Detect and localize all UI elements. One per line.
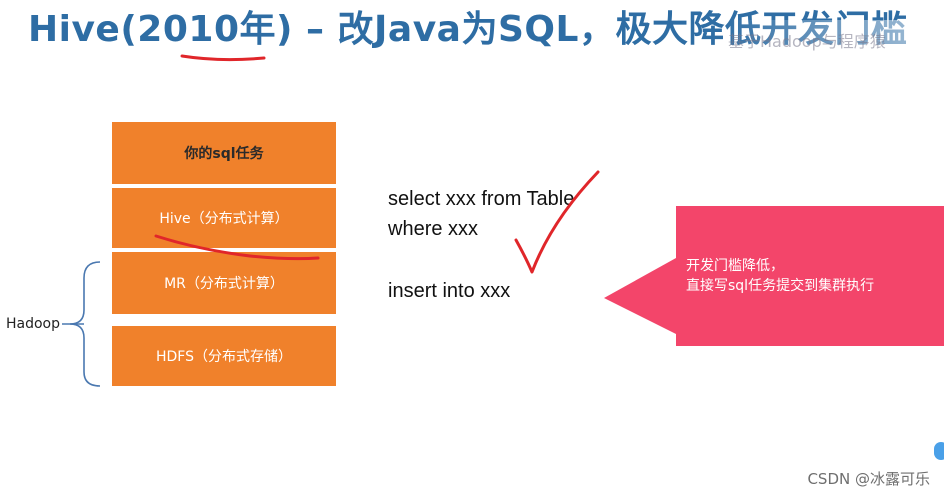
stack-box-hive: Hive（分布式计算） (112, 188, 336, 248)
callout-line-2: 直接写sql任务提交到集群执行 (686, 278, 875, 294)
stack-box-hdfs: HDFS（分布式存储） (112, 326, 336, 386)
title-fade-overlay (720, 20, 944, 60)
checkmark-mark (514, 170, 600, 274)
callout-line-1: 开发门槛降低， (686, 258, 784, 274)
csdn-watermark: CSDN @冰露可乐 (807, 470, 930, 488)
sql-line-where: where xxx (388, 218, 479, 240)
stack-box-mapreduce: MR（分布式计算） (112, 252, 336, 314)
title-underline-mark (180, 54, 266, 62)
callout-box (676, 206, 944, 346)
sql-line-insert: insert into xxx (388, 280, 511, 302)
side-scroll-handle[interactable] (934, 442, 944, 460)
stack-box-sql-task: 你的sql任务 (112, 122, 336, 184)
callout-text: 开发门槛降低， 直接写sql任务提交到集群执行 (686, 256, 874, 296)
video-overlay-text: 基于Hadoop与程序猿 (728, 32, 886, 51)
hive-underline-mark (154, 234, 320, 261)
callout-tail (604, 258, 676, 334)
hadoop-label: Hadoop (6, 316, 61, 332)
sql-line-select: select xxx from Table (388, 188, 575, 210)
